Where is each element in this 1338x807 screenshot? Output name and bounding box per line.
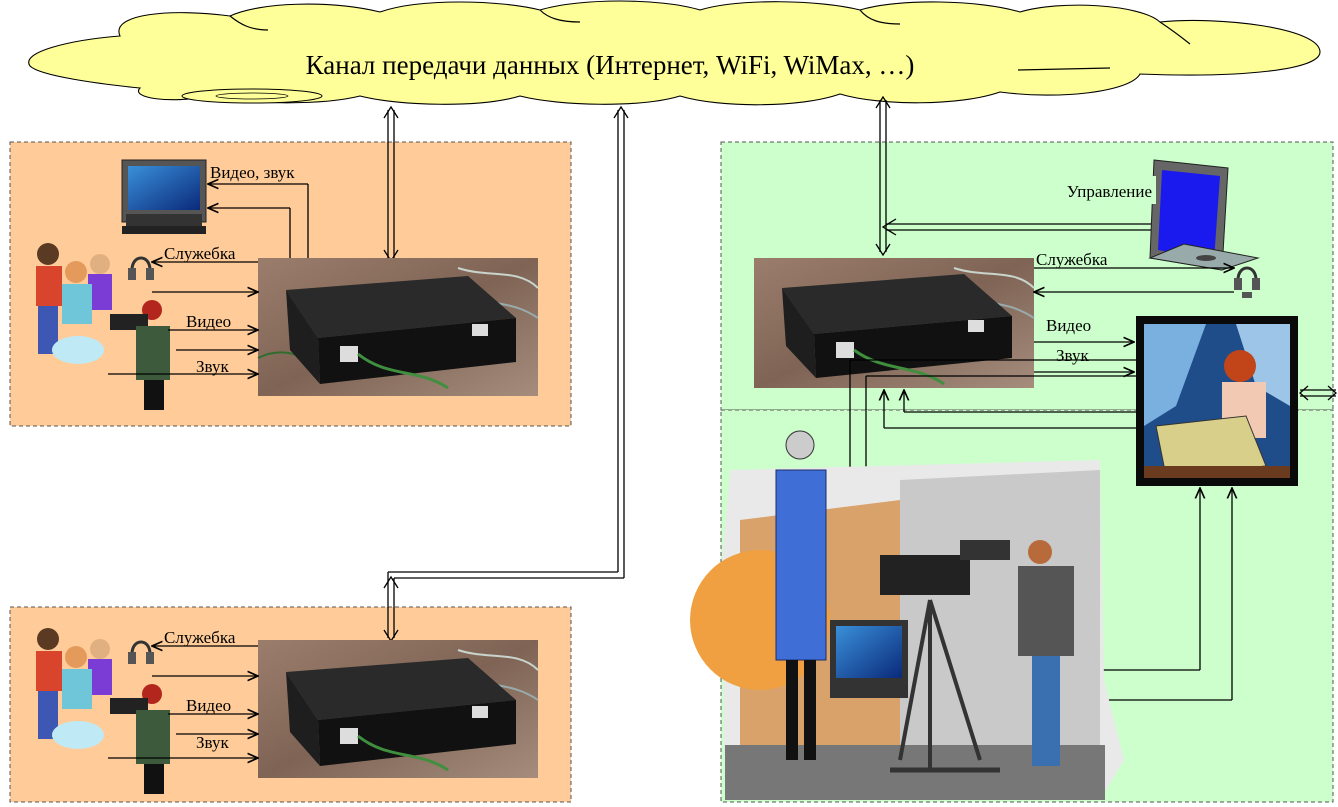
people-group-icon-2 [36,628,112,749]
headset-icon [128,256,154,280]
laptop-icon [1148,159,1260,271]
site2-signal-arrows [108,646,258,758]
studio-control-label: Управление [1067,182,1152,201]
cameraman-icon [110,300,170,410]
director-console-icon [1136,316,1298,486]
site1-intercom-label: Служебка [164,244,236,263]
site2-audio-label: Звук [196,733,229,752]
people-group-icon [36,243,112,364]
cameraman-icon-2 [110,684,170,794]
studio-audio-label: Звук [1056,346,1089,365]
studio-video-label: Видео [1046,316,1091,335]
studio-headset-icon [1234,266,1260,298]
site1-signal-arrows [108,184,309,374]
site1-tv-label: Видео, звук [210,163,295,182]
site2-intercom-label: Служебка [164,628,236,647]
tv-studio-scene-icon [690,430,1124,800]
site1-audio-label: Звук [196,357,229,376]
studio-intercom-label: Служебка [1036,250,1108,269]
data-channel-cloud: Канал передачи данных (Интернет, WiFi, W… [28,0,1321,106]
site1-video-label: Видео [186,312,231,331]
tv-monitor-icon [121,159,207,234]
headset-icon-2 [128,640,154,664]
encoder-device-studio [754,258,1035,388]
site2-video-label: Видео [186,696,231,715]
encoder-device-1 [257,258,539,396]
channel-title: Канал передачи данных (Интернет, WiFi, W… [306,50,915,80]
encoder-device-2 [258,640,539,778]
